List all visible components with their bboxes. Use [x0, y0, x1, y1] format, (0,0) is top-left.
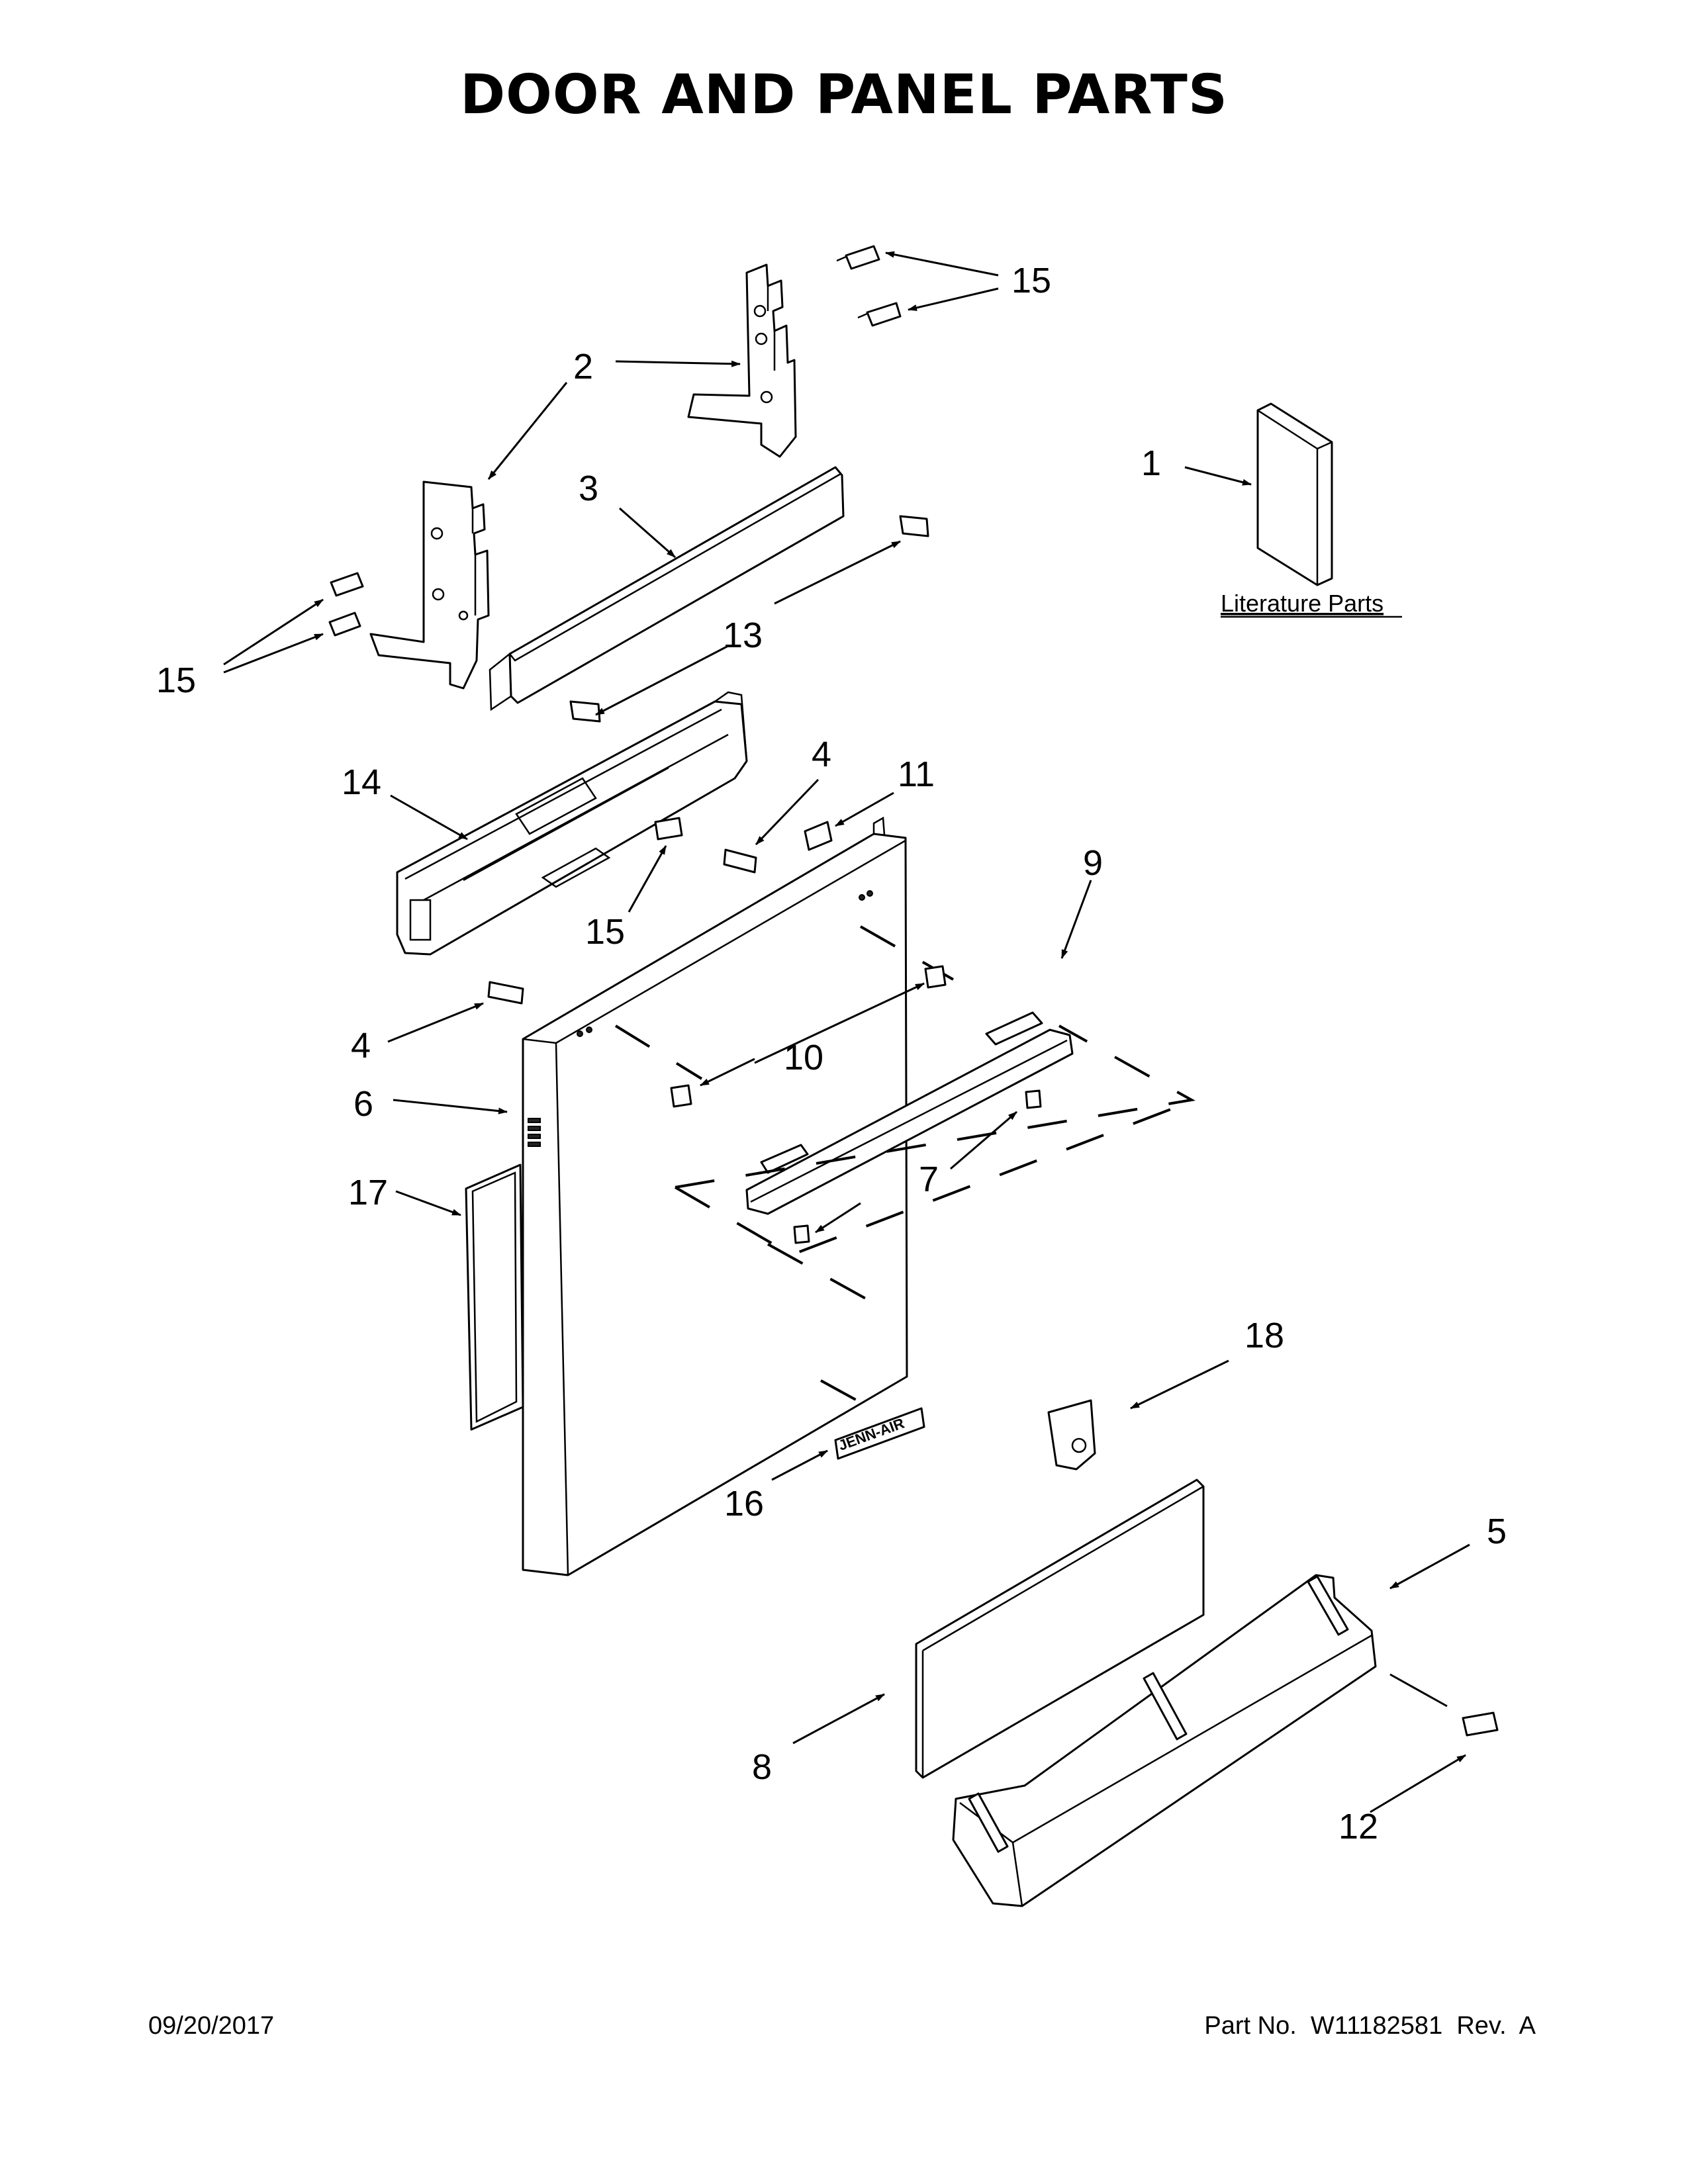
callout-15-mid: 15 — [585, 912, 625, 952]
callout-4-left: 4 — [351, 1026, 371, 1066]
spring-10-a — [670, 1084, 692, 1108]
callout-6: 6 — [353, 1084, 373, 1124]
footer-part-number: Part No. W11182581 Rev. A — [1204, 2012, 1536, 2040]
callout-13: 13 — [723, 615, 763, 655]
literature-parts-label: Literature Parts — [1221, 590, 1383, 617]
callout-17: 17 — [348, 1173, 388, 1212]
callout-2: 2 — [573, 347, 593, 387]
kick-panel — [915, 1479, 1205, 1779]
callout-15-top: 15 — [1011, 261, 1051, 300]
clip-11 — [804, 821, 833, 851]
callout-3: 3 — [579, 469, 598, 508]
screw-4-left — [487, 981, 524, 1005]
callout-11: 11 — [898, 754, 935, 794]
callout-15-left: 15 — [156, 660, 196, 700]
screw-4-mid — [723, 848, 757, 874]
outer-door-panel — [522, 816, 908, 1576]
callout-14: 14 — [342, 762, 381, 802]
footer-date: 09/20/2017 — [148, 2012, 275, 2040]
callout-4-mid: 4 — [812, 735, 831, 774]
page-title: DOOR AND PANEL PARTS — [460, 64, 1228, 126]
screw-15-left-1 — [330, 572, 364, 597]
hinge-bracket-left — [369, 480, 490, 690]
callout-16: 16 — [724, 1484, 764, 1524]
nut-7-b — [793, 1224, 810, 1244]
strip-part-3 — [489, 466, 845, 711]
callout-labels: 1 2 3 15 15 13 14 4 11 15 9 4 10 6 7 17 … — [156, 261, 1507, 1846]
literature-booklet — [1256, 402, 1333, 586]
screw-15-left-2 — [328, 612, 361, 637]
vent-slots — [528, 1118, 541, 1147]
callout-5: 5 — [1487, 1512, 1507, 1551]
screw-15-mid — [654, 817, 683, 841]
screw-12 — [1462, 1711, 1499, 1737]
callout-10: 10 — [784, 1038, 823, 1077]
clip-bracket — [1047, 1399, 1096, 1471]
screws — [328, 245, 1499, 1737]
callout-1: 1 — [1141, 443, 1161, 483]
screw-13-right — [899, 515, 929, 537]
nut-7-a — [1025, 1089, 1042, 1109]
screw-13-left — [569, 700, 601, 723]
control-module — [396, 691, 748, 956]
callout-7: 7 — [919, 1160, 939, 1199]
hinge-bracket-right — [687, 263, 797, 458]
callout-9: 9 — [1083, 843, 1103, 883]
door-gasket — [465, 1163, 524, 1431]
leader-lines — [223, 251, 1470, 1813]
callout-18: 18 — [1244, 1316, 1284, 1355]
spring-10-b — [924, 965, 947, 989]
callout-12: 12 — [1338, 1807, 1378, 1846]
toe-panel-bracket — [952, 1574, 1377, 1907]
brand-badge: JENN-AIR — [834, 1407, 925, 1460]
callout-8: 8 — [752, 1747, 772, 1787]
door-handle — [745, 1011, 1074, 1215]
screw-15-top-2 — [857, 302, 902, 327]
screw-15-top-1 — [836, 245, 880, 270]
